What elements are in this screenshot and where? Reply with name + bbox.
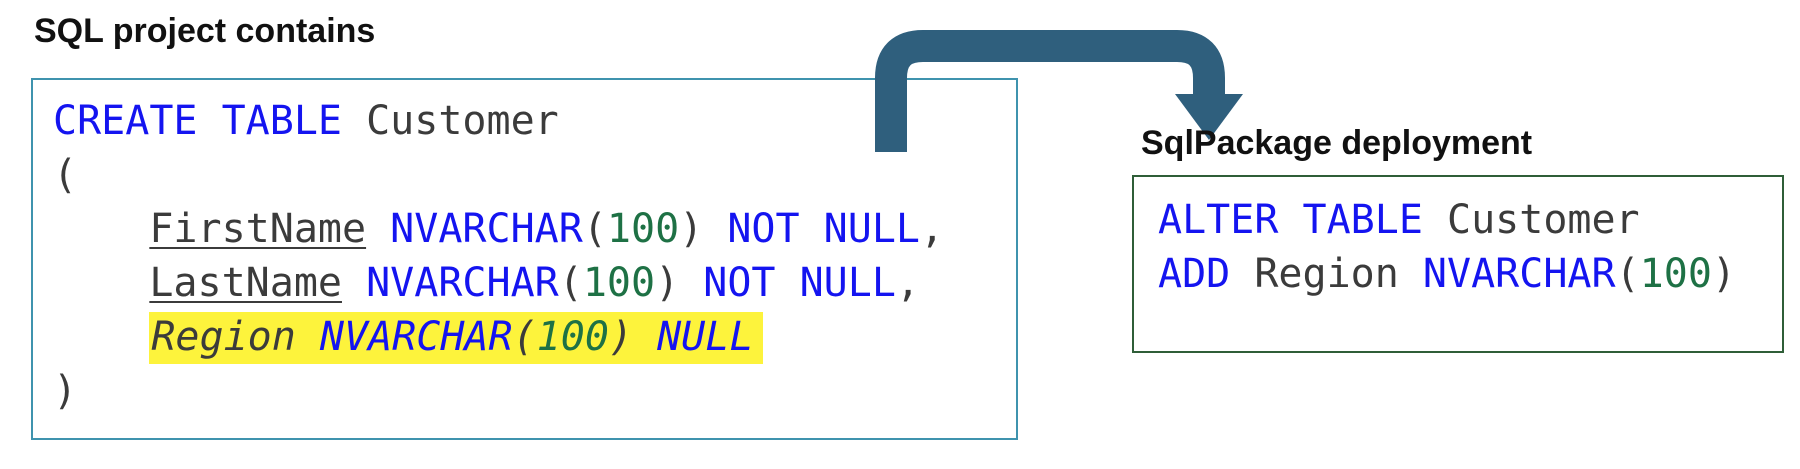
code-indent <box>53 260 149 306</box>
sql-project-code-box: CREATE TABLE Customer ( FirstName NVARCHA… <box>31 78 1018 440</box>
code-token-keyword: ADD <box>1158 251 1255 297</box>
code-token-plain <box>366 206 390 252</box>
code-token-number: 100 <box>606 206 680 252</box>
code-token-keyword: NVARCHAR <box>390 206 583 252</box>
code-segment: ) <box>53 368 77 414</box>
code-token-keyword: NVARCHAR <box>1422 251 1616 297</box>
code-indent <box>53 206 149 252</box>
code-token-plain: Customer <box>366 98 559 144</box>
code-segment: LastName NVARCHAR(100) NOT NULL, <box>149 260 920 306</box>
code-token-plain: Customer <box>1446 197 1640 243</box>
code-token-plain <box>633 314 657 360</box>
code-token-keyword: CREATE TABLE <box>53 98 367 144</box>
code-segment: FirstName NVARCHAR(100) NOT NULL, <box>149 206 944 252</box>
code-line: CREATE TABLE Customer <box>53 94 1016 148</box>
code-line: Region NVARCHAR(100) NULL <box>53 310 1016 364</box>
code-token-keyword: NOT NULL <box>727 206 920 252</box>
code-token-plain: ( <box>1615 251 1640 297</box>
code-token-plain: ) <box>1711 251 1736 297</box>
code-token-plain <box>342 260 366 306</box>
code-token-plain: LastName <box>149 260 342 306</box>
code-token-plain: FirstName <box>149 206 367 252</box>
create-table-code: CREATE TABLE Customer ( FirstName NVARCHA… <box>33 80 1016 418</box>
code-token-plain: ( <box>582 206 607 252</box>
code-token-plain: Region <box>1254 251 1423 297</box>
code-line: ADD Region NVARCHAR(100) <box>1158 247 1782 301</box>
code-token-keyword: NVARCHAR <box>366 260 559 306</box>
code-segment: ALTER TABLE Customer <box>1158 197 1640 243</box>
right-panel-title: SqlPackage deployment <box>1141 124 1533 162</box>
code-line: ( <box>53 148 1016 202</box>
code-token-plain: , <box>920 206 945 252</box>
code-token-plain: , <box>895 260 920 306</box>
code-line: ) <box>53 364 1016 418</box>
code-token-plain: ) <box>53 368 78 414</box>
code-token-number: 100 <box>582 260 656 306</box>
code-token-plain: ( <box>53 152 78 198</box>
code-segment: CREATE TABLE Customer <box>53 98 559 144</box>
code-token-plain: ( <box>512 314 537 360</box>
code-segment: ADD Region NVARCHAR(100) <box>1158 251 1736 297</box>
code-line: FirstName NVARCHAR(100) NOT NULL, <box>53 202 1016 256</box>
code-token-number: 100 <box>536 314 609 360</box>
left-panel-title: SQL project contains <box>34 12 376 50</box>
code-token-plain: ) <box>608 314 633 360</box>
code-token-plain: Region <box>151 314 320 360</box>
code-segment: ( <box>53 152 77 198</box>
code-indent <box>53 314 149 360</box>
code-token-number: 100 <box>1639 251 1712 297</box>
highlighted-code-segment: Region NVARCHAR(100) NULL <box>149 312 764 364</box>
code-token-plain: ) <box>679 206 728 252</box>
code-token-keyword: ALTER TABLE <box>1158 197 1447 243</box>
code-token-keyword: NOT NULL <box>703 260 896 306</box>
code-token-plain: ( <box>558 260 583 306</box>
deployment-arrow-icon <box>875 30 1243 152</box>
code-line: ALTER TABLE Customer <box>1158 193 1782 247</box>
code-token-keyword: NVARCHAR <box>319 314 513 360</box>
code-token-keyword: NULL <box>657 314 754 360</box>
code-line: LastName NVARCHAR(100) NOT NULL, <box>53 256 1016 310</box>
code-token-plain: ) <box>655 260 704 306</box>
